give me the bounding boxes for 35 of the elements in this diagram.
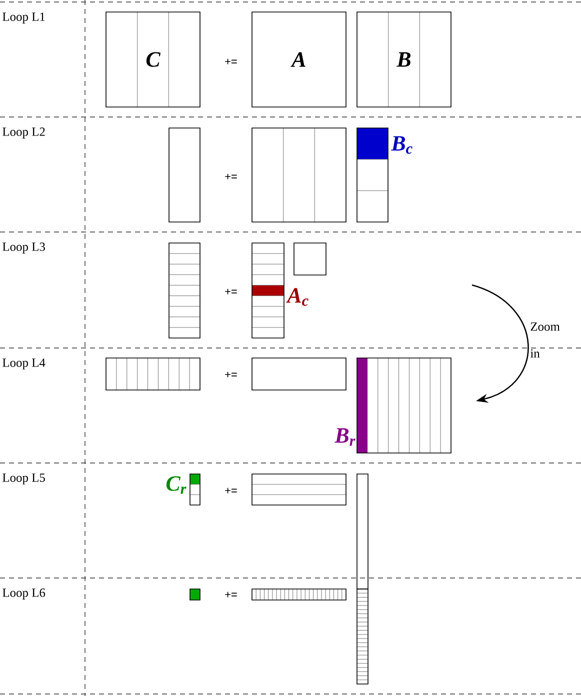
matrix-block — [168, 128, 200, 222]
operator: += — [225, 58, 237, 64]
operator: += — [225, 592, 237, 598]
matrix-block — [356, 474, 368, 590]
block-label: A$_{c}$ — [286, 288, 308, 306]
matrix-box: A — [252, 12, 346, 108]
operator: += — [225, 372, 237, 378]
matrix-block — [252, 588, 346, 600]
loop-label: Loop L5 — [2, 474, 45, 484]
matrix-block — [252, 474, 346, 506]
matrix-block — [252, 358, 346, 390]
matrix-block — [356, 128, 388, 222]
loop-label: Loop L4 — [2, 358, 46, 370]
block-label: C$_{r}$ — [166, 476, 186, 494]
block-label: B$_{r}$ — [334, 428, 356, 446]
matrix-block — [294, 242, 326, 276]
matrix-block — [168, 242, 200, 338]
matrix-block — [190, 588, 200, 600]
matrix-block — [252, 242, 284, 338]
loop-label: Loop L1 — [2, 12, 45, 24]
matrix-block — [356, 588, 368, 684]
matrix-block — [252, 128, 346, 222]
loop-label: Loop L6 — [2, 588, 46, 600]
matrix-block — [190, 474, 200, 506]
zoom-label: Zoom in — [530, 322, 560, 358]
block-label: B$_{c}$ — [391, 136, 412, 154]
operator: += — [225, 288, 237, 294]
matrix-block — [106, 358, 200, 390]
matrix-box: B — [356, 12, 452, 108]
loop-label: Loop L2 — [2, 128, 45, 138]
matrix-box: C — [106, 12, 200, 108]
loop-label: Loop L3 — [2, 242, 45, 254]
matrix-block — [356, 358, 452, 454]
operator: += — [225, 174, 237, 180]
operator: += — [225, 488, 237, 494]
